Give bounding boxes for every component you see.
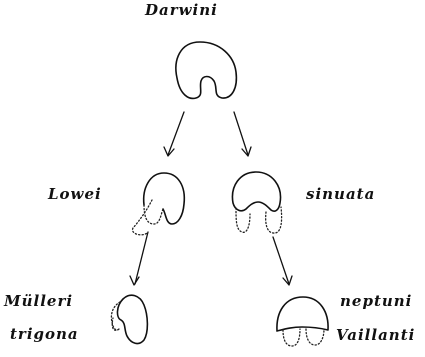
arrow-darwini-to-lowei [163,111,185,157]
label-mulleri: Mülleri [4,292,74,310]
shape-mulleri-trigona [110,294,149,345]
label-trigona: trigona [10,325,79,343]
arrow-lowei-to-mulleri [129,231,149,286]
shape-darwini [175,41,238,100]
shape-neptuni-vaillanti [276,296,329,347]
arrow-sinuata-to-neptuni [272,236,293,286]
label-lowei: Lowei [48,185,102,203]
arrow-darwini-to-sinuata [233,111,252,157]
label-darwini: Darwini [145,1,218,19]
shape-lowei [131,172,186,236]
shape-sinuata [231,171,283,234]
label-vaillanti: Vaillanti [336,326,416,344]
label-neptuni: neptuni [340,292,413,310]
label-sinuata: sinuata [306,185,376,203]
